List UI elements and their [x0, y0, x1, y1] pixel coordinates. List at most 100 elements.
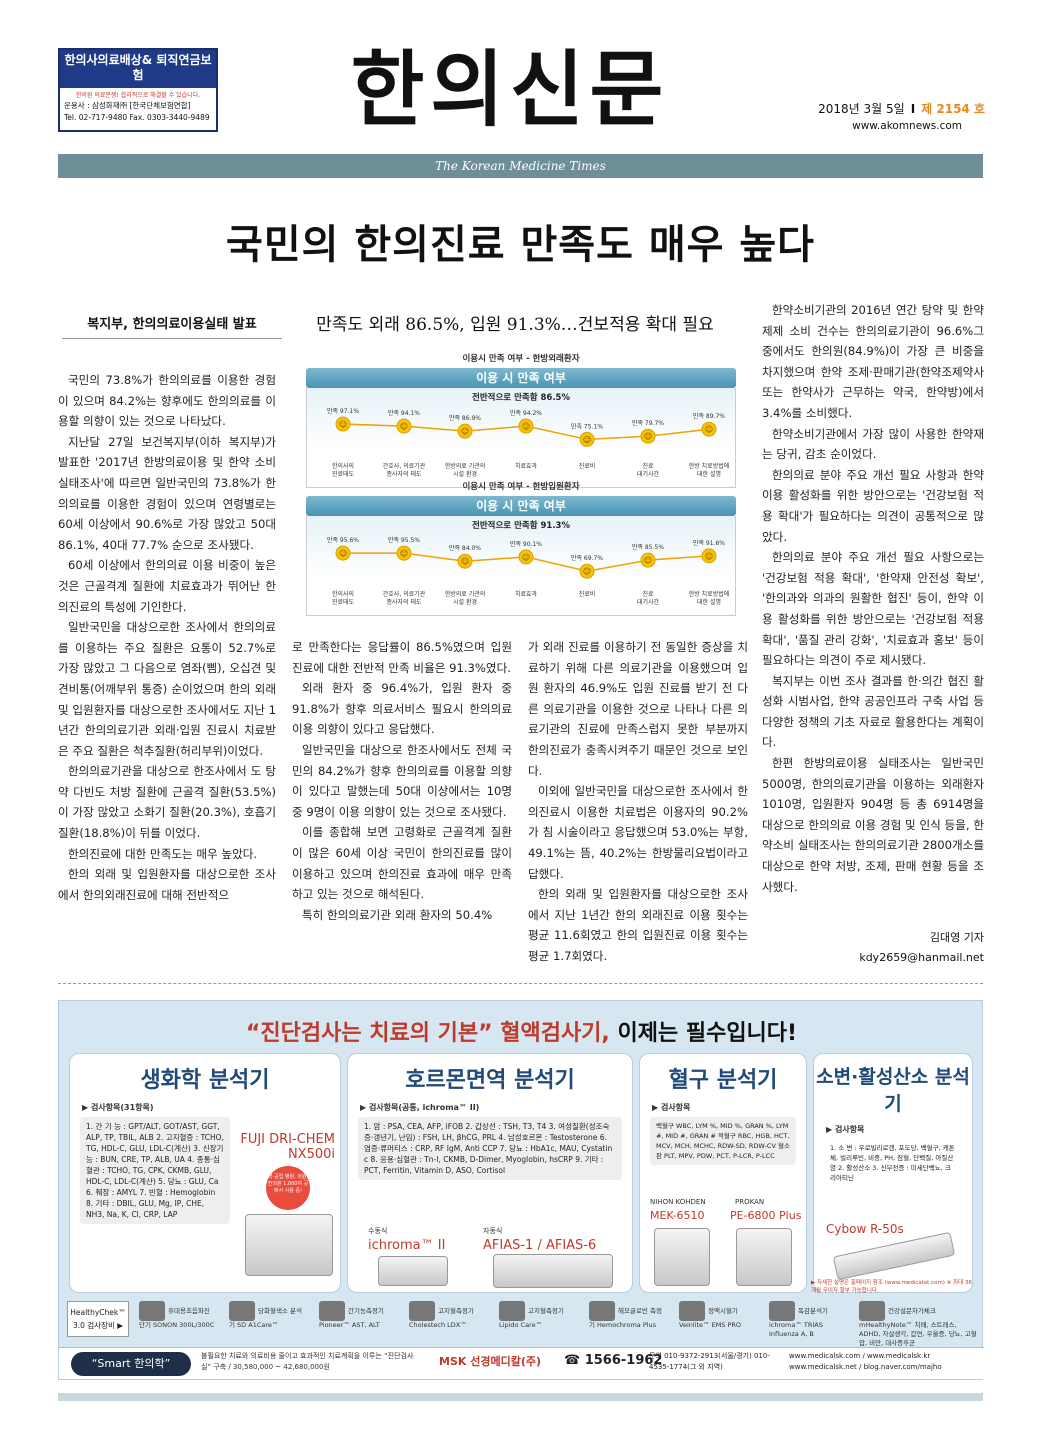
product-model: Cybow R-50s [826, 1222, 904, 1236]
paragraph: 한의의료기관을 대상으로 한조사에서 도 탕약 다빈도 처방 질환에 근골격 질… [58, 764, 276, 841]
category-label: 진료 [642, 590, 654, 598]
panel-title: 생화학 분석기 [140, 1068, 270, 1093]
category-label: 시설 환경 [453, 470, 477, 478]
data-label: 만족 85.5% [632, 543, 664, 551]
data-label: 만족 89.7% [693, 412, 725, 420]
ad-headline-product: 혈액검사기, [500, 1021, 610, 1046]
brand-label: PROKAN [735, 1198, 765, 1206]
smart-note: 불필요한 치료와 의료비용 줄이고 효과적인 치료계획을 이루는 “진단검사실”… [201, 1352, 414, 1371]
strip-item-label: 정맥시혈기 Veinlite™ EMS PRO [679, 1307, 742, 1329]
chart-overall-label: 전반적으로 만족함 91.3% [472, 521, 570, 531]
chart-title: 이용시 만족 여부 - 한방입원환자 [462, 482, 580, 492]
device-icon [319, 1301, 345, 1321]
byline-email[interactable]: kdy2659@hanmail.net [859, 951, 984, 964]
paragraph: 로 만족한다는 응답률이 86.5%였으며 입원진료에 대한 전반적 만족 비율… [292, 640, 512, 675]
category-label: 진료 [642, 462, 654, 470]
category-label: 간호사, 의료기관 [383, 462, 426, 470]
data-point-smiley [457, 553, 473, 569]
strip-item-label: 휴대용초음파진단기 SONON 300L/300C [139, 1307, 215, 1329]
data-point-smiley [335, 545, 351, 561]
data-label: 만족 91.6% [693, 539, 725, 547]
category-label: 한의사의 [332, 590, 354, 598]
article-column-4: 한약소비기관의 2016년 연간 탕약 및 한약제제 소비 건수는 한의의료기관… [762, 300, 984, 897]
bottom-band [58, 1393, 983, 1401]
panel-items-header: ▶ 검사항목 [826, 1125, 865, 1134]
data-point-smiley [518, 418, 534, 434]
strip-item: 정맥시혈기 Veinlite™ EMS PRO [679, 1301, 755, 1330]
chart-overall-label: 전반적으로 만족함 86.5% [472, 393, 570, 403]
smiley-face-icon: ☺ [400, 549, 408, 558]
category-label: 대기시간 [637, 598, 660, 606]
device-strip: HealthyChek™ 3.0 검사장비 ▶ 휴대용초음파진단기 SONON … [59, 1295, 984, 1348]
data-point-smiley [518, 549, 534, 565]
subheadline: 만족도 외래 86.5%, 입원 91.3%…건보적용 확대 필요 [316, 315, 714, 335]
insurance-ad-operator: 운용사 : 삼성화재㈜ [한국단체보험연합] [64, 101, 191, 110]
category-label: 한방 치료방법에 [689, 462, 730, 470]
data-point-smiley [579, 431, 595, 447]
data-label: 만족 86.9% [449, 414, 481, 422]
panel-items-header: ▶ 검사항목(31항목) [82, 1103, 154, 1112]
byline: 김대영 기자 kdy2659@hanmail.net [762, 928, 984, 968]
category-label: 한방 치료방법에 [689, 590, 730, 598]
smiley-face-icon: ☺ [461, 427, 469, 436]
chart-title: 이용시 만족 여부 - 한방외래환자 [462, 354, 580, 364]
category-label: 한방의료 기관의 [445, 590, 486, 598]
ad-panel-biochem: 생화학 분석기 ▶ 검사항목(31항목) 1. 간 기 능 : GPT/ALT,… [69, 1053, 341, 1293]
ad-panel-urine: 소변·활성산소 분석기 ▶ 검사항목 1. 소 변 : 우로빌리로겐, 포도당,… [813, 1053, 973, 1293]
category-label: 한의사의 [332, 462, 354, 470]
company-name: MSK 선경메디칼(주) [439, 1355, 541, 1368]
brand-label: NIHON KOHDEN [650, 1198, 706, 1206]
company-websites[interactable]: www.medicalsk.com / www.medicalsk.kr www… [789, 1352, 942, 1371]
strip-item: 건강설문자가체크 mHealthyNote™ 치매, 스트레스, ADHD, 자… [859, 1301, 979, 1348]
paragraph: 한의 외래 및 입원환자를 대상으로한 조사에서 지난 1년간 한의 외래진료 … [528, 887, 748, 963]
ad-panel-hormone: 호르몬면역 분석기 ▶ 검사항목(공통, ichroma™ II) 1. 암 :… [347, 1053, 633, 1293]
strip-item: 헤모글로빈 측정기 Hemochroma Plus [589, 1301, 665, 1330]
category-label: 진료비 [579, 462, 596, 470]
data-label: 만족 94.2% [510, 409, 542, 417]
category-label: 시설 환경 [453, 598, 477, 606]
data-point-smiley [396, 418, 412, 434]
category-label: 치료효과 [515, 590, 538, 598]
divider [58, 983, 983, 984]
category-label: 치료효과 [515, 462, 538, 470]
product-model: FUJI DRI-CHEM NX500i [240, 1132, 335, 1162]
data-label: 만족 84.0% [449, 544, 481, 552]
msk-advertisement[interactable]: “진단검사는 치료의 기본” 혈액검사기, 이제는 필수입니다! 생화학 분석기… [58, 1000, 984, 1380]
ad-footer: “Smart 한의학” 불필요한 치료와 의료비용 줄이고 효과적인 치료계획을… [59, 1347, 984, 1379]
smiley-face-icon: ☺ [522, 553, 530, 562]
panel-items: 1. 간 기 능 : GPT/ALT, GOT/AST, GGT, ALP, T… [80, 1117, 230, 1224]
insurance-ad[interactable]: 한의사의료배상& 퇴직연금보험 한의원 의료분쟁! 합리적으로 해결할 수 있습… [58, 48, 218, 132]
ad-panel-blood-cell: 혈구 분석기 ▶ 검사항목 백혈구 WBC, LYM %, MID %, GRA… [639, 1053, 807, 1293]
device-icon [679, 1301, 705, 1321]
ad-headline-quote: “진단검사는 치료의 기본” [245, 1021, 493, 1046]
paragraph: 지난달 27일 보건복지부(이하 복지부)가 발표한 '2017년 한방의료이용… [58, 434, 276, 552]
data-point-smiley [640, 552, 656, 568]
website-link[interactable]: www.akomnews.com [852, 120, 962, 132]
chart-outpatient: 이용시 만족 여부 - 한방외래환자 이용 시 만족 여부 전반적으로 만족함 … [296, 352, 746, 488]
smiley-face-icon: ☺ [522, 422, 530, 431]
paragraph: 복지부는 이번 조사 결과를 한·의간 협진 활성화 시범사업, 한약 공공인프… [762, 673, 984, 750]
data-label: 만족 97.1% [327, 407, 359, 415]
article-column-2: 로 만족한다는 응답률이 86.5%였으며 입원진료에 대한 전반적 만족 비율… [292, 637, 512, 925]
data-point-smiley [396, 545, 412, 561]
smiley-face-icon: ☺ [461, 557, 469, 566]
analyzer-image [245, 1214, 333, 1276]
ad-headline: “진단검사는 치료의 기본” 혈액검사기, 이제는 필수입니다! [59, 1015, 984, 1047]
smiley-face-icon: ☺ [583, 567, 591, 576]
product-model: ichroma™ II [368, 1238, 446, 1253]
insurance-ad-title: 한의사의료배상& 퇴직연금보험 [60, 50, 216, 88]
product-model: MEK-6510 [650, 1209, 705, 1222]
category-label: 진료태도 [332, 598, 355, 606]
strip-item: 당화혈색소 분석기 SD A1Care™ [229, 1301, 305, 1330]
data-point-smiley [701, 421, 717, 437]
company-phone-number: 1566-1962 [584, 1353, 663, 1368]
product-model: PE-6800 Plus [730, 1209, 802, 1222]
company-phone[interactable]: ☎ 1566-1962 [564, 1353, 662, 1368]
paragraph: 국민의 73.8%가 한의의료를 이용한 경험이 있으며 84.2%는 향후에도… [58, 373, 276, 429]
strip-item-label: 고지혈측정기 Cholestech LDX™ [409, 1307, 474, 1329]
category-label: 진료비 [579, 590, 596, 598]
category-label: 종사자의 태도 [386, 470, 422, 478]
category-label: 간호사, 의료기관 [383, 590, 426, 598]
